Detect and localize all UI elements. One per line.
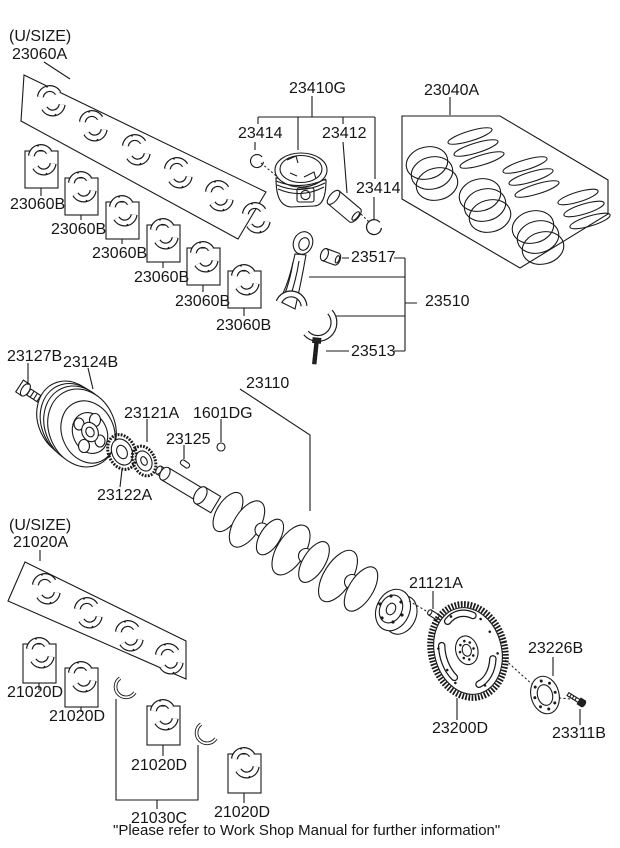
label-adapter-bolt: 23311B — [552, 725, 606, 742]
adapter-plate-drawing — [530, 657, 572, 715]
label-u-size-bottom: (U/SIZE) — [9, 517, 72, 534]
label-woodruff-key: 23125 — [166, 431, 211, 448]
label-crank-sprocket: 23121A — [124, 405, 180, 422]
label-pulley-bolt: 23127B — [7, 348, 63, 365]
label-crank-bearing-4: 21020D — [214, 804, 271, 821]
label-thrust-washer-set: 21030C — [131, 810, 188, 827]
conrod-bolt-drawing — [312, 337, 322, 365]
label-main-bearing-2: 23060B — [51, 221, 107, 238]
footer-note: "Please refer to Work Shop Manual for fu… — [113, 822, 501, 839]
label-main-bearing-set: 23060A — [12, 46, 68, 63]
crank-bearing-set-drawing — [7, 550, 187, 680]
crankshaft-drawing — [155, 388, 418, 635]
label-piston-set: 23410G — [289, 80, 346, 97]
piston-pin-drawing — [326, 189, 362, 223]
main-bearing-boxes — [24, 142, 261, 316]
label-dowel-pin: 21121A — [409, 575, 463, 592]
label-snap-ring-right: 23414 — [356, 180, 401, 197]
label-crank-pulley: 23124B — [63, 354, 119, 371]
label-crank-bearing-2: 21020D — [49, 708, 106, 725]
label-crank-gear: 23122A — [97, 487, 153, 504]
adapter-bolt-drawing — [566, 691, 587, 725]
label-main-bearing-1: 23060B — [10, 196, 66, 213]
piston-ring-set-drawing — [401, 97, 611, 269]
connecting-rod-drawing — [275, 231, 417, 365]
label-piston-ring-set: 23040A — [424, 82, 480, 99]
label-crank-bearing-set: 21020A — [13, 534, 69, 551]
crank-sprocket-drawing — [130, 419, 158, 478]
front-pin-drawing — [216, 419, 226, 452]
drive-plate-drawing — [427, 601, 535, 720]
piston-drawing — [250, 96, 383, 236]
main-bearing-set-drawing — [20, 61, 269, 240]
label-main-bearing-6: 23060B — [216, 317, 272, 334]
label-conrod-bushing: 23517 — [351, 249, 396, 266]
crank-pulley-drawing — [27, 363, 117, 468]
woodruff-key-drawing — [179, 445, 191, 469]
label-snap-ring-left: 23414 — [238, 125, 283, 142]
label-drive-plate: 23200D — [432, 720, 489, 737]
label-crank-front-pin: 1601DG — [193, 405, 253, 422]
label-conrod: 23510 — [425, 293, 470, 310]
crank-gear-drawing — [106, 433, 138, 488]
label-main-bearing-5: 23060B — [175, 293, 231, 310]
label-conrod-bolt: 23513 — [351, 343, 396, 360]
thrust-washer-set-drawing — [111, 675, 221, 809]
label-crankshaft: 23110 — [246, 375, 290, 392]
crank-bearing-boxes — [22, 635, 261, 803]
label-crank-bearing-1: 21020D — [7, 684, 64, 701]
label-main-bearing-3: 23060B — [92, 245, 148, 262]
label-main-bearing-4: 23060B — [134, 269, 190, 286]
label-u-size-top: (U/SIZE) — [9, 28, 72, 45]
label-adapter-plate: 23226B — [528, 640, 584, 657]
label-crank-bearing-3: 21020D — [131, 757, 188, 774]
label-piston-pin: 23412 — [322, 125, 367, 142]
